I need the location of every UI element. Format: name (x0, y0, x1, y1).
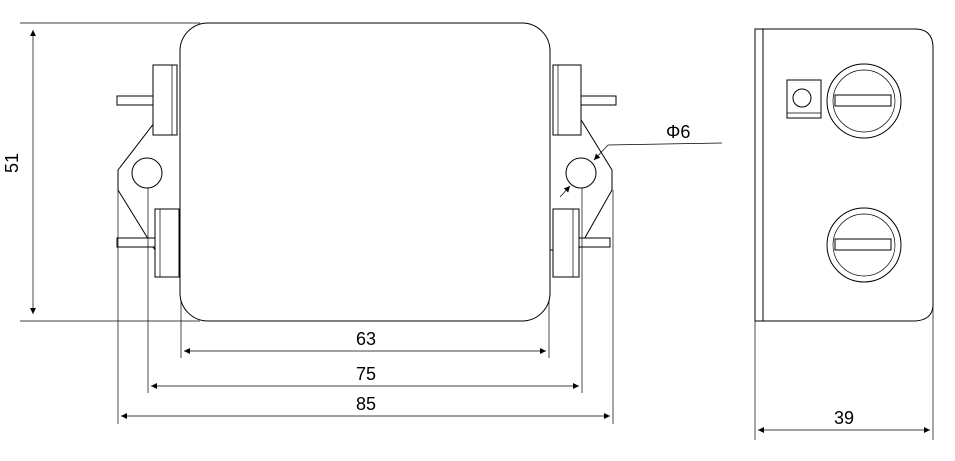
mounting-hole-right (565, 157, 597, 189)
screw-terminal-top (826, 63, 902, 139)
dimension-hole-diameter: Φ6 (559, 122, 723, 198)
filter-body (179, 22, 551, 322)
dimension-label-depth: 39 (834, 408, 854, 428)
mounting-hole-left (131, 157, 163, 189)
dimension-depth: 39 (754, 300, 934, 440)
dimension-label-height: 51 (2, 153, 22, 173)
terminal-top-left (116, 64, 178, 136)
screw-terminal-bottom (826, 207, 902, 283)
terminal-bottom-left (116, 208, 180, 278)
dimension-label-75: 75 (356, 364, 376, 384)
side-view (754, 28, 934, 322)
terminal-bottom-right (552, 208, 611, 278)
front-view (116, 22, 617, 322)
dimension-widths: 63 75 85 (117, 188, 614, 424)
earth-screw-icon (792, 88, 812, 108)
dimension-height: 51 (2, 22, 200, 322)
terminal-top-right (552, 64, 617, 136)
dimension-label-hole: Φ6 (666, 122, 690, 142)
dimension-label-63: 63 (356, 329, 376, 349)
dimension-label-85: 85 (356, 394, 376, 414)
